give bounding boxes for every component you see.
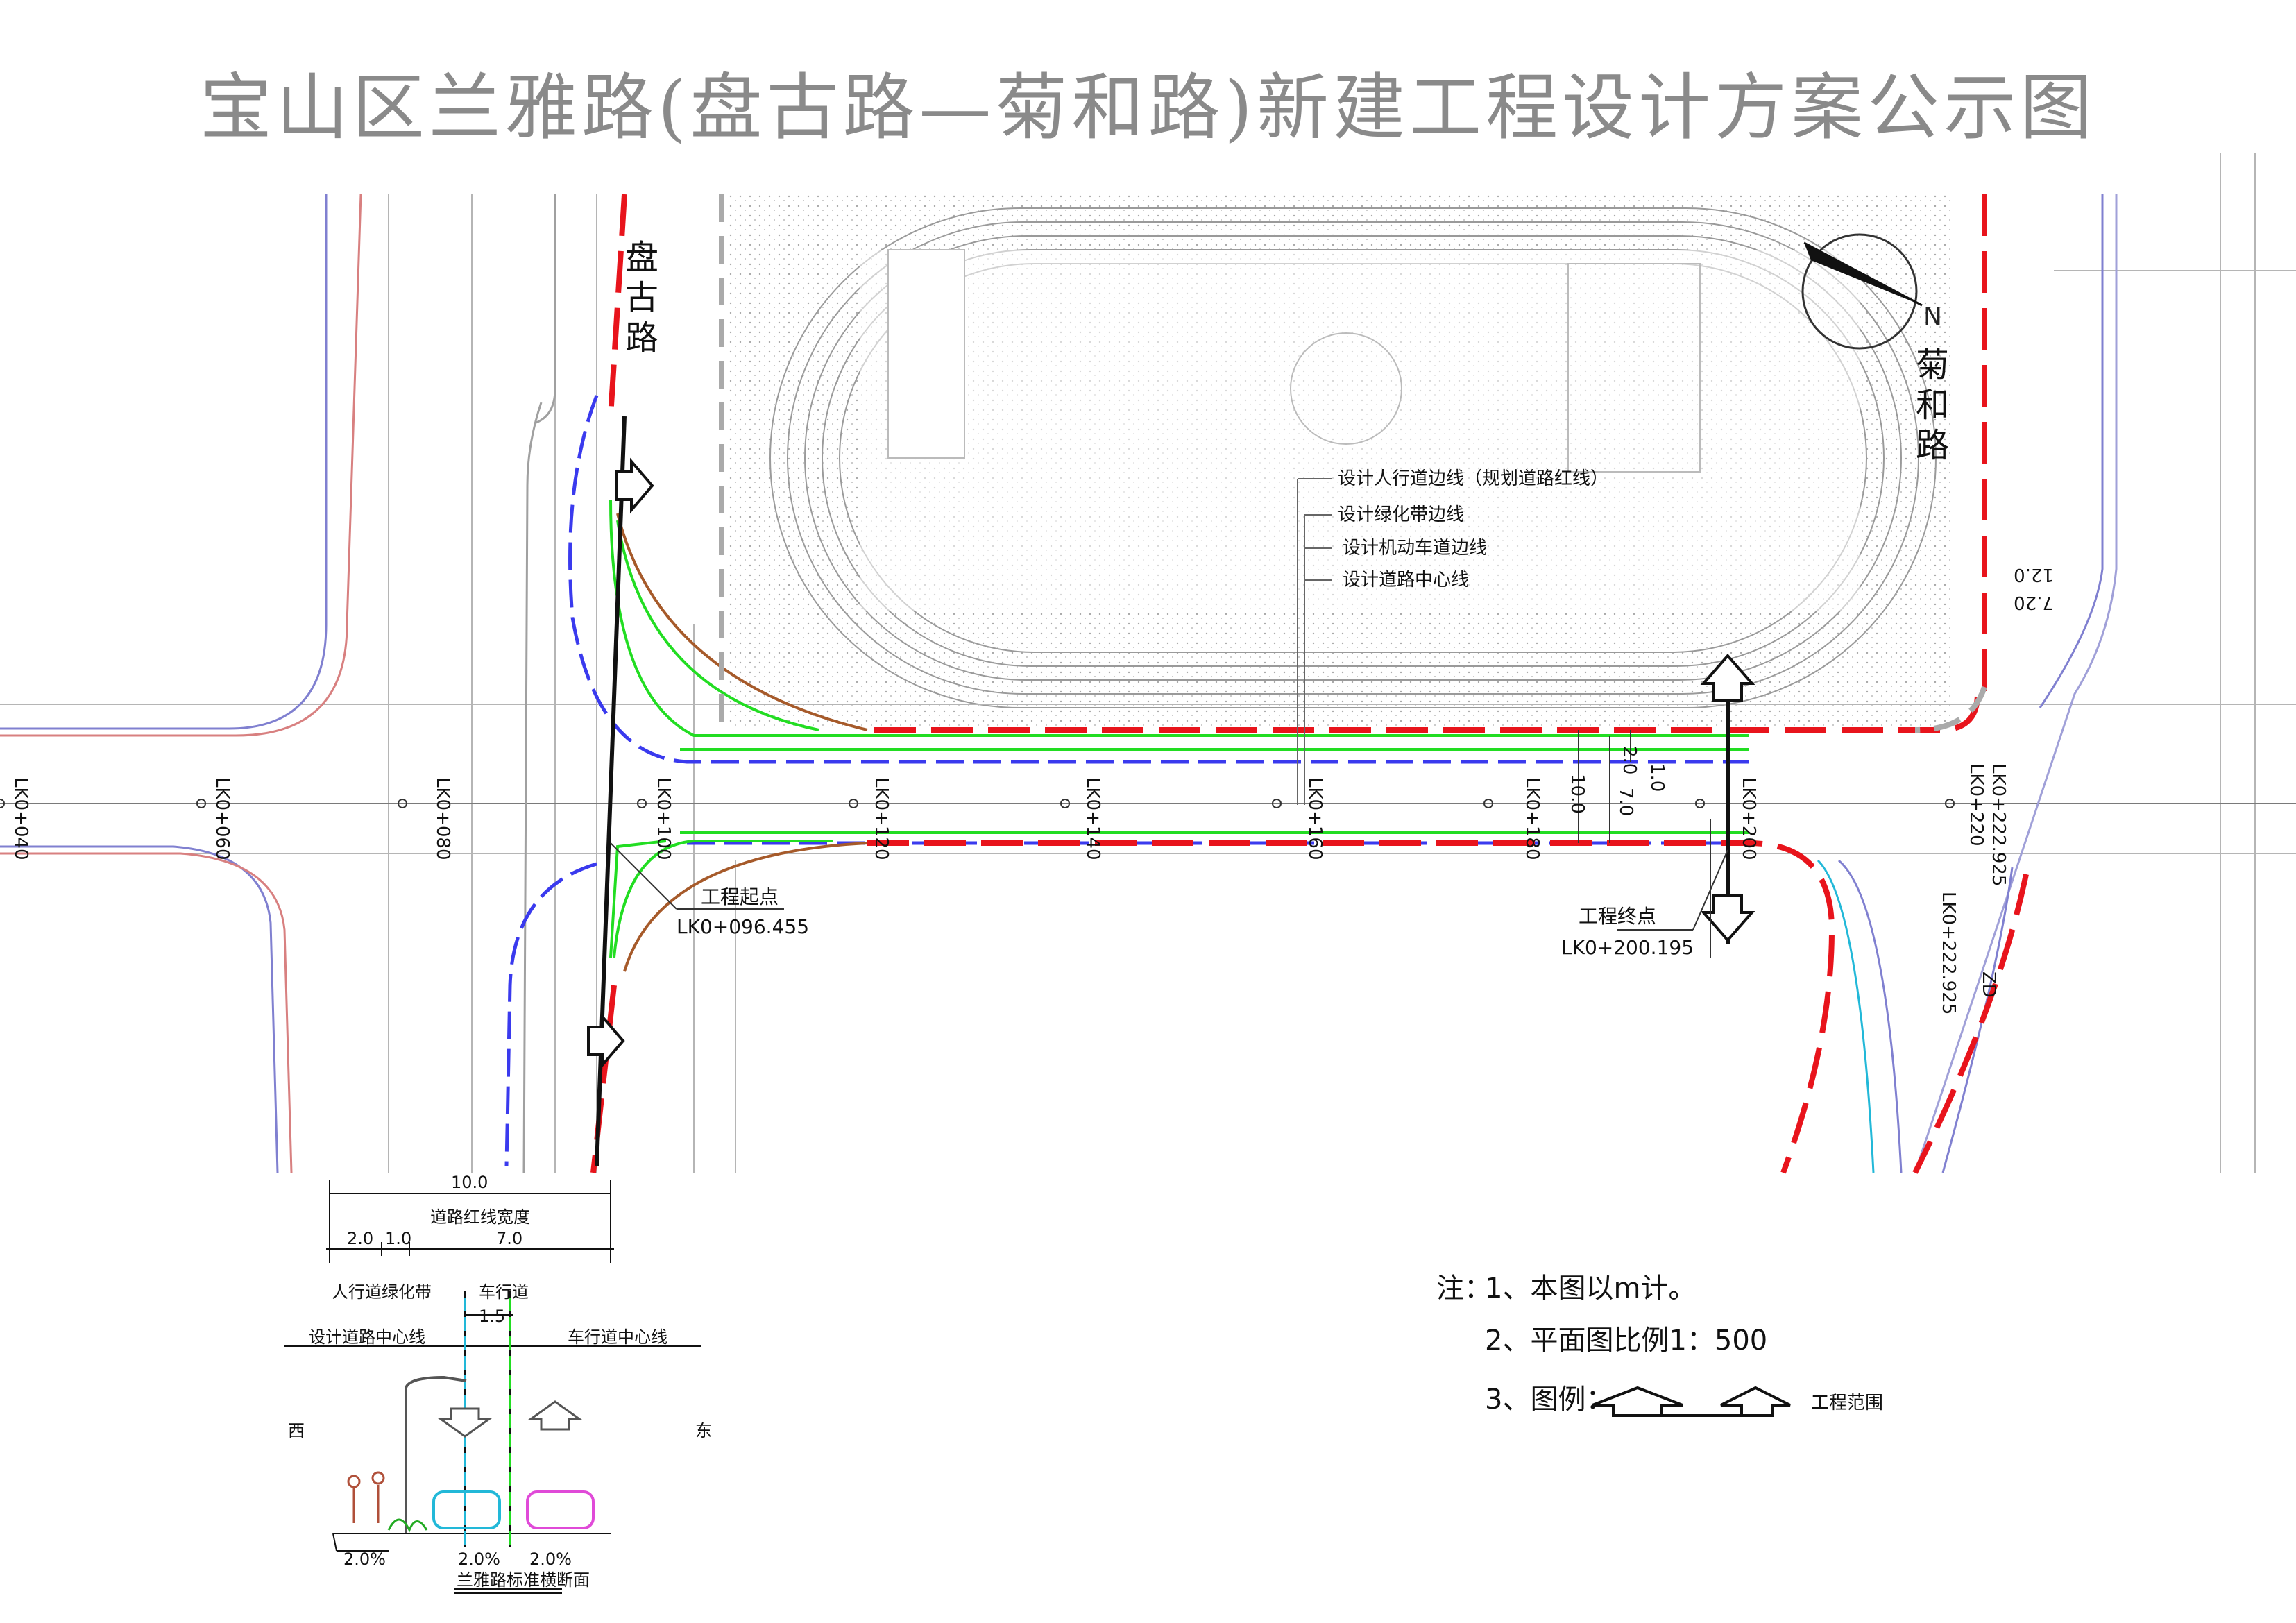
xs-lane: 车行道 (479, 1282, 529, 1302)
station-label: LK0+180 (1522, 777, 1542, 860)
start-point-station: LK0+096.455 (677, 915, 809, 938)
dim-7-0: 7.0 (1615, 788, 1636, 816)
dim-2-0: 2.0 (1619, 746, 1640, 774)
station-end-label: LK0+222.925 (1988, 763, 2009, 886)
notes-prefix: 注： (1436, 1273, 1492, 1305)
car-icon (432, 1490, 501, 1529)
east-roads (1817, 194, 2118, 1173)
xs-east: 东 (695, 1421, 712, 1441)
legend-green-belt-edge: 设计绿化带边线 (1338, 504, 1464, 525)
station-label: LK0+060 (212, 777, 232, 860)
xs-road-center: 设计道路中心线 (309, 1327, 425, 1347)
inner-field (860, 250, 1860, 611)
center-circle (1290, 332, 1402, 445)
notes: 注： 1、本图以m计。 2、平面图比例1：500 3、图例： 工程范围 (1436, 1273, 1883, 1416)
green-belt-edges (609, 499, 1749, 958)
xs-sidewalk: 人行道 (332, 1282, 382, 1302)
running-track (769, 207, 1937, 708)
station-label: LK0+160 (1304, 777, 1325, 860)
note-3: 3、图例： (1485, 1384, 1613, 1416)
pedestrian-icon (347, 1471, 385, 1523)
station-label: LK0+140 (1082, 777, 1103, 860)
note-1: 1、本图以m计。 (1485, 1273, 1696, 1305)
survey-lines (0, 153, 2296, 1173)
end-point-station: LK0+200.195 (1561, 936, 1694, 959)
xs-west: 西 (288, 1421, 305, 1441)
xs-w-green: 1.0 (385, 1229, 411, 1248)
station-ticks (0, 799, 1955, 808)
dim-10-0: 10.0 (1567, 774, 1588, 814)
station-label: LK0+220 (1966, 763, 1987, 847)
grey-dashed-lines (719, 194, 1987, 733)
xs-slope-mid: 2.0% (458, 1549, 500, 1569)
shrub-icon (387, 1518, 428, 1533)
dim-1-0: 1.0 (1647, 763, 1667, 792)
legend-scope-arrows (1592, 1386, 1791, 1417)
station-end-label-2: LK0+222.925 (1938, 892, 1959, 1014)
dim-7-20: 7.20 (2014, 592, 2054, 613)
station-label: LK0+200 (1738, 777, 1759, 860)
xs-slope-right: 2.0% (529, 1549, 572, 1569)
xs-total-width: 10.0 (451, 1173, 488, 1192)
west-roads (0, 194, 556, 1173)
xs-lane-offset: 1.5 (479, 1307, 505, 1326)
xs-w-lane: 7.0 (496, 1229, 522, 1248)
legend-scope-label: 工程范围 (1811, 1393, 1883, 1413)
car-icon (526, 1490, 595, 1529)
road-name-west-char1: 盘古路 (619, 239, 658, 360)
station-label: LK0+100 (653, 777, 674, 860)
station-label: LK0+040 (10, 777, 31, 860)
drawing-title: 宝山区兰雅路(盘古路—菊和路)新建工程设计方案公示图 (199, 65, 2097, 150)
end-point-label: 工程终点 (1579, 905, 1656, 928)
scope-arrows (587, 457, 1755, 1069)
road-name-east: 菊和路 (1910, 347, 1948, 468)
start-point-label: 工程起点 (701, 885, 779, 908)
field-box (887, 249, 965, 459)
legend-road-center: 设计道路中心线 (1343, 570, 1469, 590)
station-label: LK0+120 (871, 777, 892, 860)
xs-w-sidewalk: 2.0 (347, 1229, 373, 1248)
planting-strips (616, 513, 868, 972)
legend-vehicle-lane-edge: 设计机动车道边线 (1343, 538, 1487, 559)
field-box (1567, 263, 1701, 473)
xs-green: 绿化带 (382, 1282, 432, 1302)
dim-zd: ZD (1978, 971, 1999, 998)
note-2: 2、平面图比例1：500 (1485, 1325, 1767, 1357)
cross-section: 10.0 道路红线宽度 2.0 1.0 7.0 人行道 绿化带 车行道 1.5 … (284, 1173, 712, 1594)
dim-12-0: 12.0 (2014, 564, 2054, 585)
svg-text:N: N (1923, 303, 1942, 331)
xs-red-line-width: 道路红线宽度 (430, 1207, 530, 1227)
xs-caption: 兰雅路标准横断面 (457, 1570, 590, 1590)
north-arrow: N (1801, 233, 1942, 350)
station-label: LK0+080 (432, 777, 453, 860)
xs-slope-left: 2.0% (343, 1549, 386, 1569)
legend-sidewalk-edge: 设计人行道边线（规划道路红线） (1338, 468, 1608, 489)
xs-lane-center: 车行道中心线 (568, 1327, 667, 1347)
